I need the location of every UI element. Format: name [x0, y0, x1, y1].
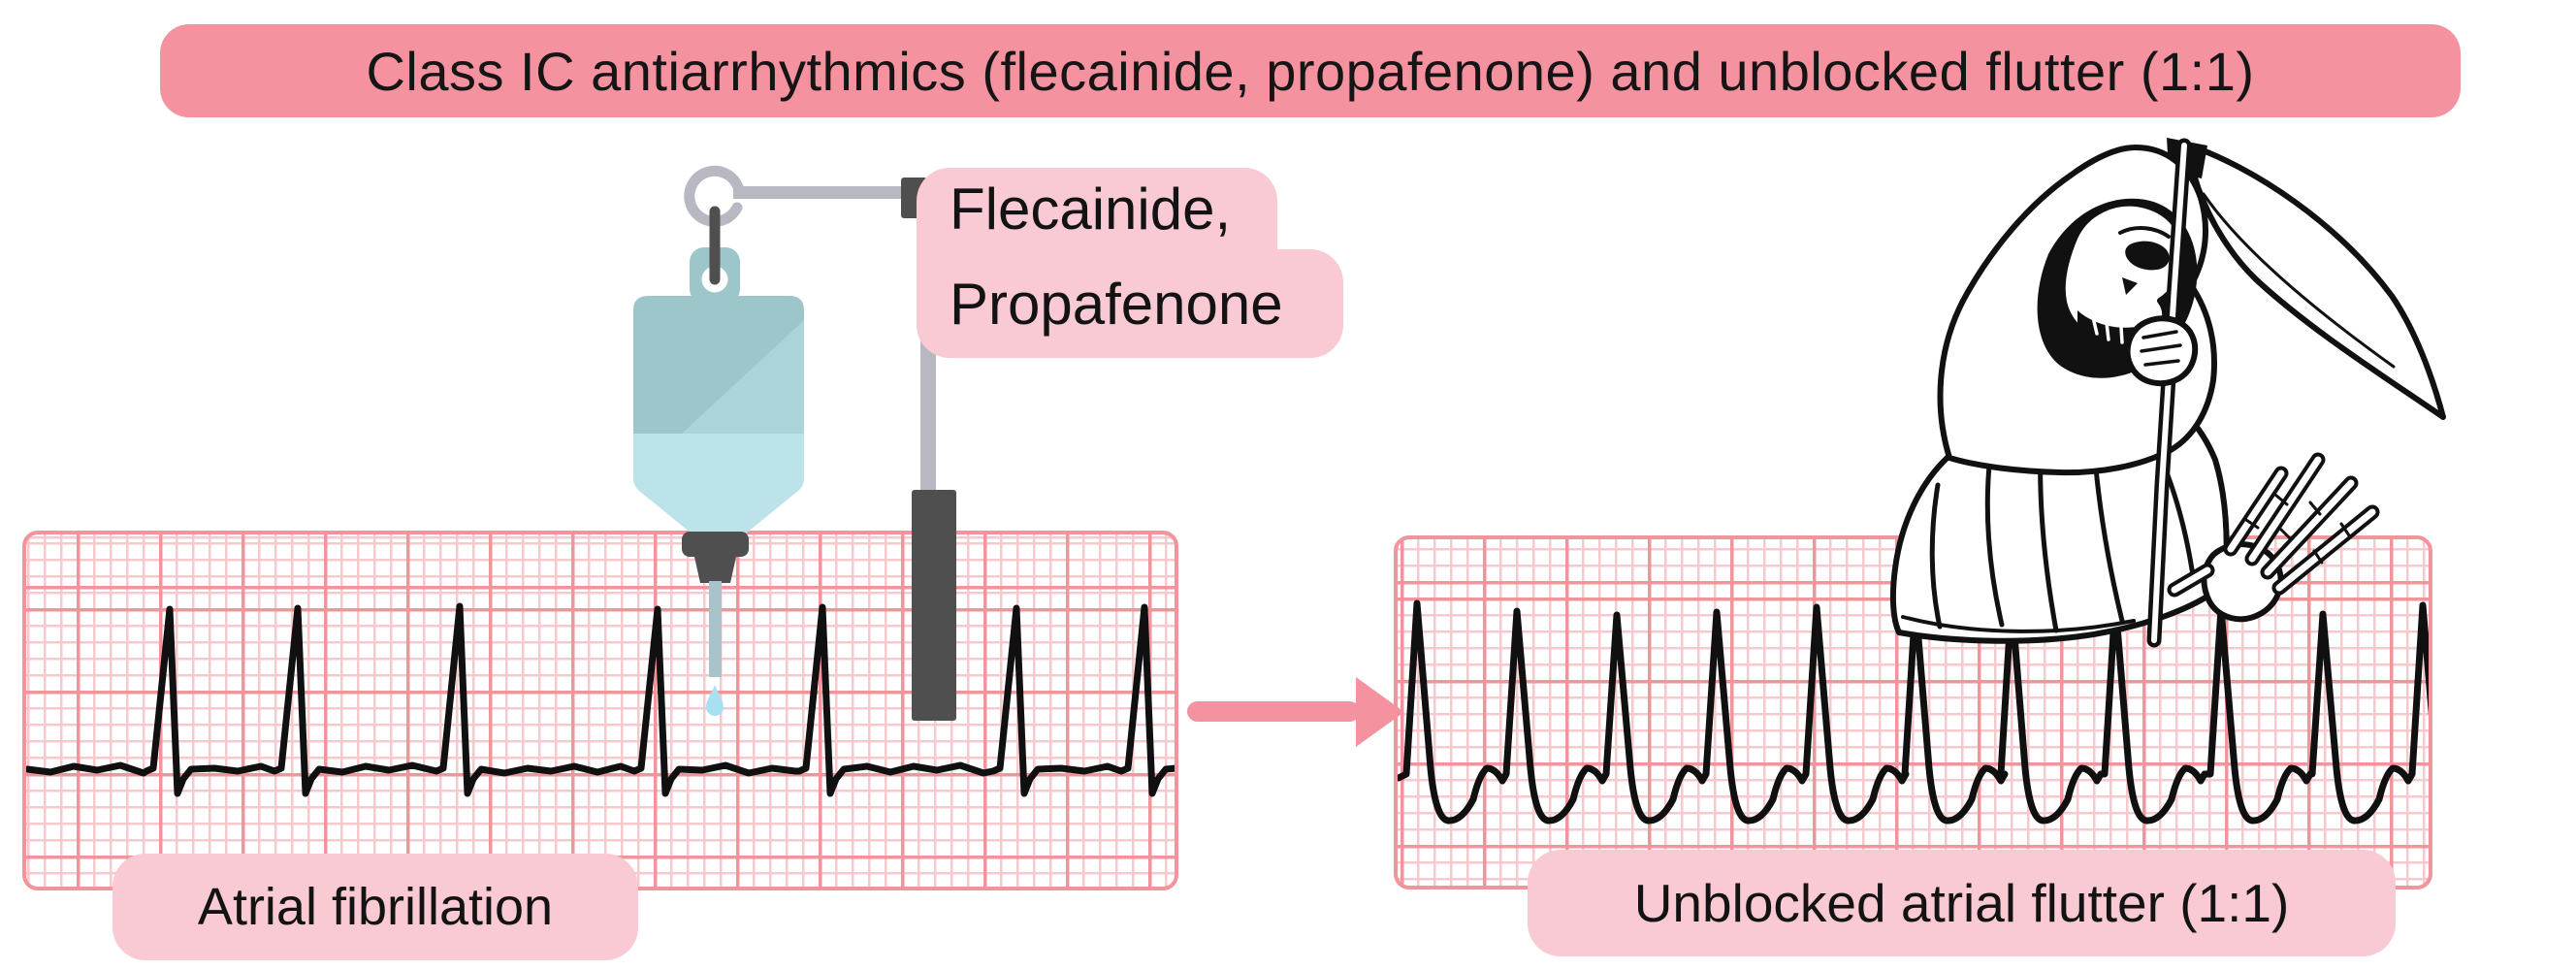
arrow-shaft [1187, 701, 1360, 722]
grim-reaper-illustration [1889, 138, 2446, 648]
ecg-trace-atrial-fibrillation [26, 602, 1175, 797]
iv-hook-icon [684, 165, 745, 227]
iv-drug-label-line1: Flecainide, [917, 168, 1277, 249]
reaper-body [1889, 145, 2230, 644]
reaper-gripping-hand [2124, 315, 2199, 387]
label-unblocked-atrial-flutter: Unblocked atrial flutter (1:1) [1528, 850, 2396, 956]
iv-pole-handle [912, 490, 956, 721]
iv-drug-label-line2: Propafenone [917, 249, 1343, 358]
reaper-open-hand [2167, 452, 2380, 623]
reaper-skull [2059, 200, 2188, 346]
reaper-scythe-blade [2181, 141, 2446, 420]
iv-nozzle-flange [682, 532, 749, 557]
reaper-scythe-pole [2146, 138, 2192, 648]
afib-waveform [26, 602, 1175, 797]
reaper-fingers [2167, 452, 2380, 598]
reaper-finger-joints [2244, 493, 2351, 565]
reaper-palm [2201, 541, 2284, 623]
reaper-brow-line [2118, 226, 2171, 239]
iv-nozzle [694, 557, 736, 583]
label-atrial-fibrillation: Atrial fibrillation [113, 854, 638, 960]
arrow-head [1356, 677, 1404, 747]
ecg-grid-atrial-fibrillation [22, 531, 1178, 890]
iv-bag-highlight [682, 320, 804, 434]
iv-drip-illustration [633, 165, 956, 721]
iv-bag-liquid [633, 434, 804, 533]
reaper-blade-edge-line [2202, 192, 2396, 369]
title-banner: Class IC antiarrhythmics (flecainide, pr… [160, 24, 2461, 117]
iv-droplet-icon [706, 685, 724, 716]
iv-drug-label: Flecainide, Propafenone [917, 168, 1343, 358]
iv-tube [709, 581, 722, 677]
reaper-nose-hole [2122, 277, 2138, 295]
ecg-trace-atrial-flutter [1398, 596, 2429, 824]
transition-arrow-icon [1187, 677, 1404, 747]
iv-stand-bar [733, 186, 910, 199]
flutter-waveform [1398, 596, 2429, 824]
reaper-eye-socket [2125, 241, 2170, 271]
